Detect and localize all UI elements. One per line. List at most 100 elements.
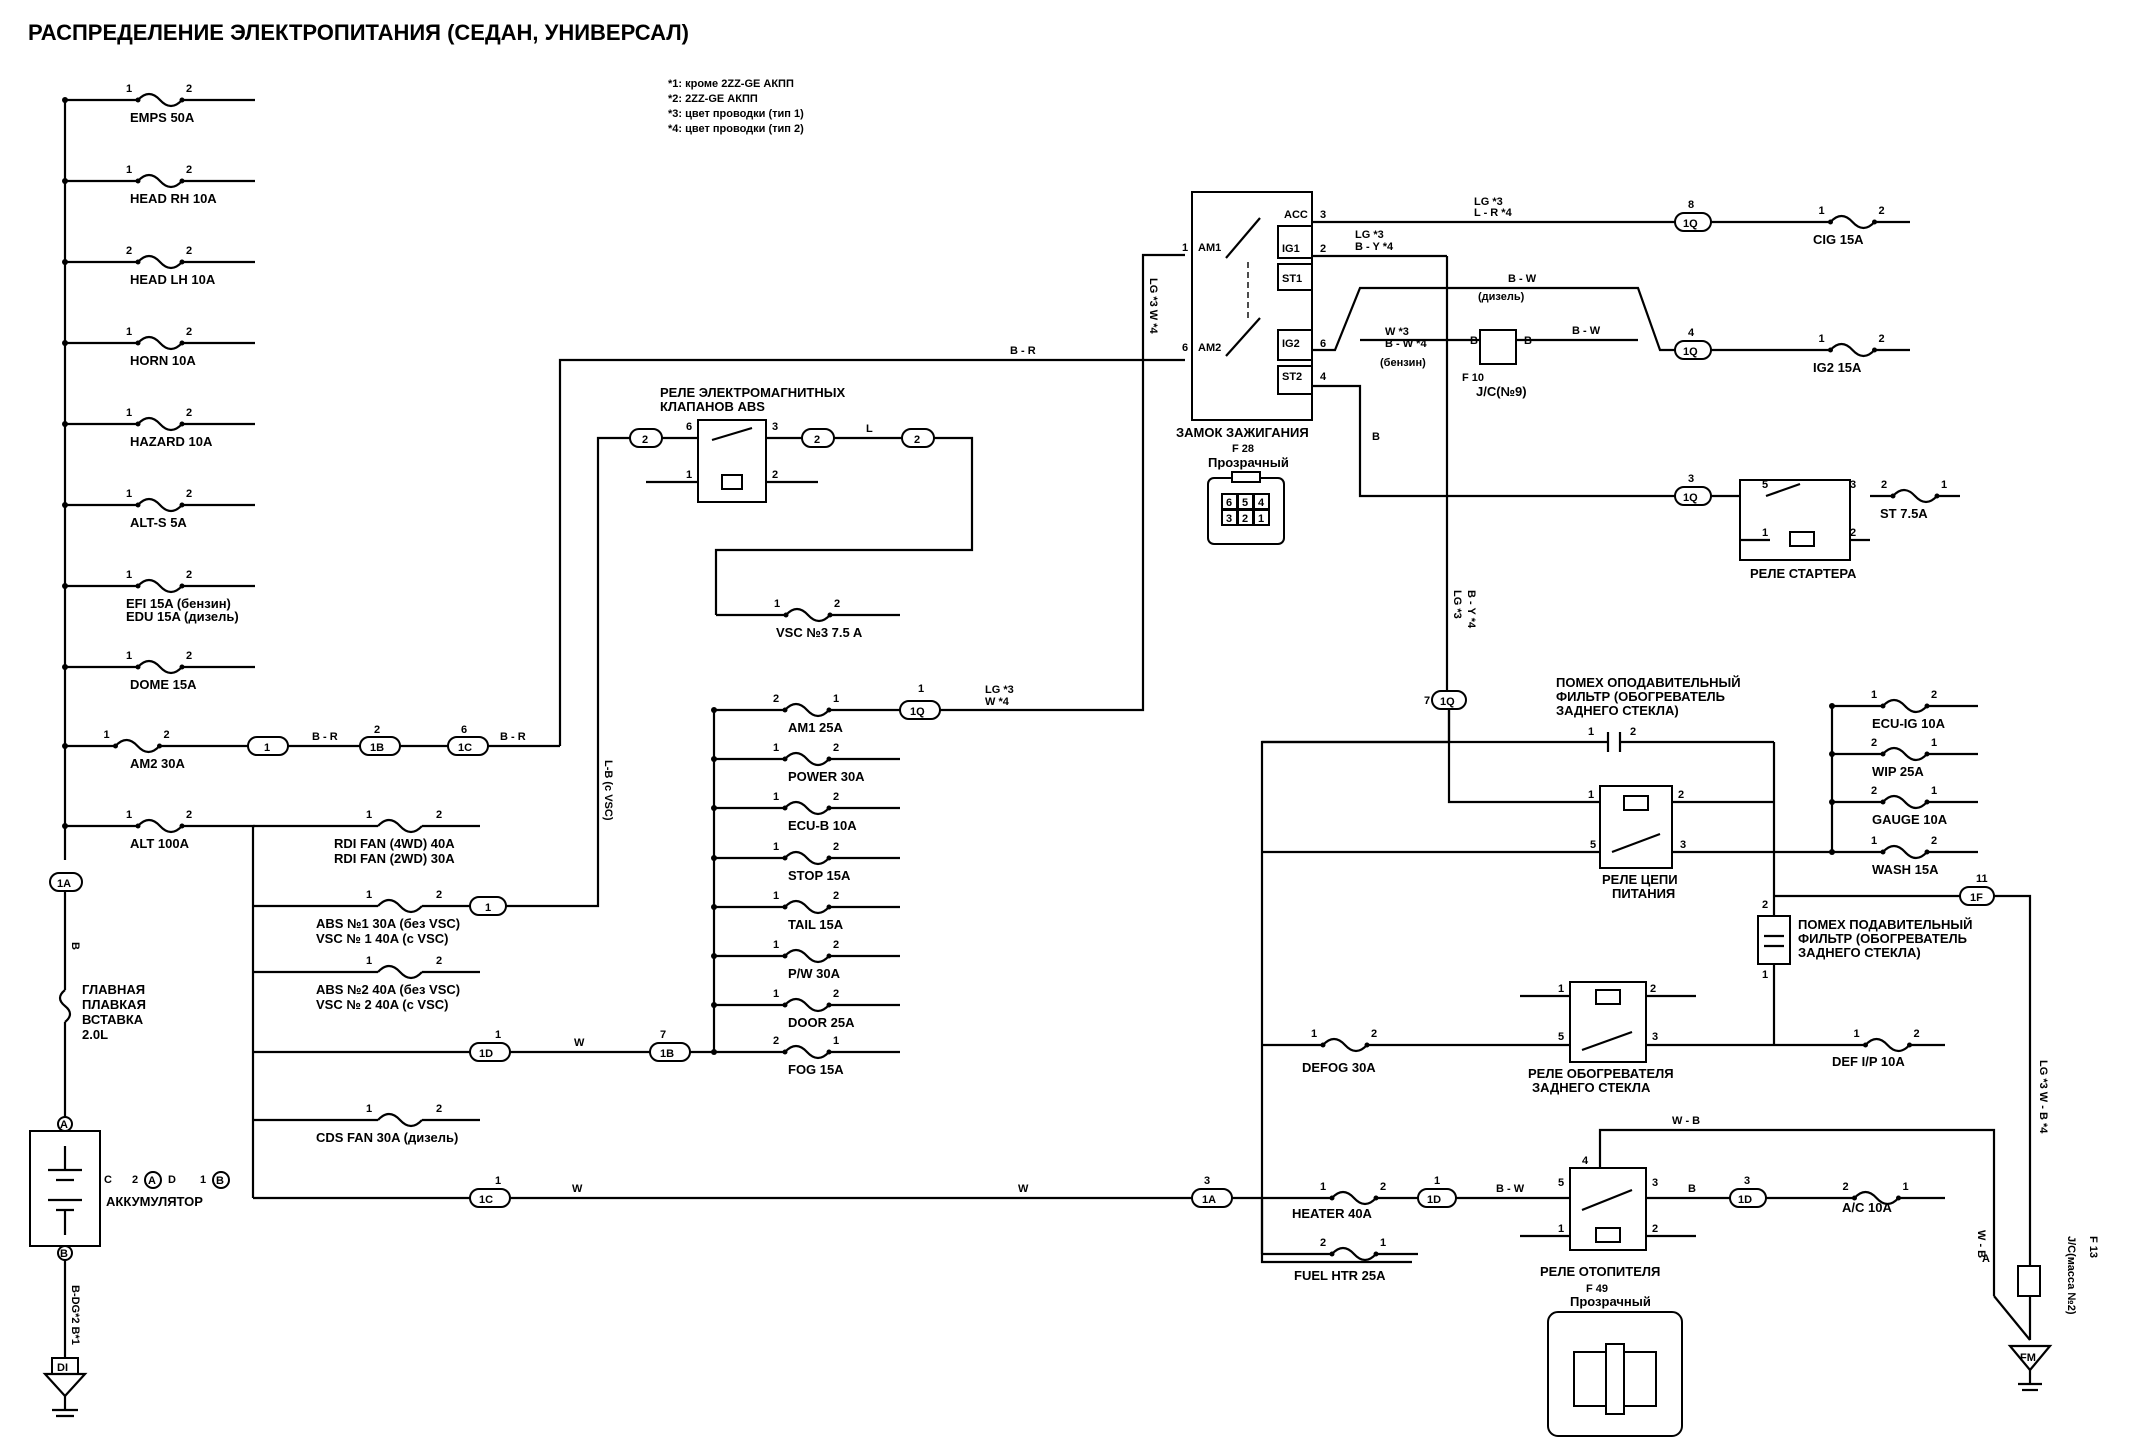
svg-text:1: 1	[1819, 333, 1825, 345]
svg-text:W *3: W *3	[1385, 326, 1409, 338]
svg-text:Прозрачный: Прозрачный	[1208, 455, 1289, 470]
svg-text:1: 1	[1311, 1028, 1317, 1040]
svg-text:B - R: B - R	[1010, 345, 1036, 357]
svg-text:B: B	[60, 1248, 68, 1260]
svg-text:ПОМЕХ ПОДАВИТЕЛЬНЫЙ: ПОМЕХ ПОДАВИТЕЛЬНЫЙ	[1798, 917, 1972, 932]
svg-text:2: 2	[1881, 479, 1887, 491]
svg-text:1: 1	[126, 809, 132, 821]
svg-text:2: 2	[1650, 983, 1656, 995]
svg-text:IG2: IG2	[1282, 338, 1300, 350]
svg-text:2: 2	[1380, 1181, 1386, 1193]
svg-text:LG *3: LG *3	[985, 684, 1014, 696]
svg-text:1: 1	[126, 569, 132, 581]
svg-text:ACC: ACC	[1284, 209, 1308, 221]
svg-text:B - W: B - W	[1508, 273, 1537, 285]
noise-filter-right: 2 1 ПОМЕХ ПОДАВИТЕЛЬНЫЙ ФИЛЬТР (ОБОГРЕВА…	[1757, 873, 2032, 1340]
svg-text:1A: 1A	[1202, 1194, 1216, 1206]
svg-text:1: 1	[264, 742, 270, 754]
svg-text:HEAD RH 10A: HEAD RH 10A	[130, 191, 217, 206]
svg-text:11: 11	[1976, 873, 1988, 885]
svg-text:(бензин): (бензин)	[1380, 357, 1426, 369]
svg-text:A: A	[1982, 1253, 1990, 1265]
svg-text:D: D	[168, 1174, 176, 1186]
ignition-switch: ACC IG1 ST1 IG2 ST2 AM1 AM2 3 2 6 4 1 6 …	[1176, 191, 1327, 470]
svg-text:1B: 1B	[370, 742, 384, 754]
svg-text:B-DG*2 B*1: B-DG*2 B*1	[69, 1285, 81, 1345]
svg-text:ГЛАВНАЯ: ГЛАВНАЯ	[82, 982, 145, 997]
svg-text:1: 1	[773, 890, 779, 902]
svg-text:DEFOG 30A: DEFOG 30A	[1302, 1060, 1376, 1075]
svg-text:LG *3: LG *3	[1474, 196, 1503, 208]
svg-text:2: 2	[1879, 333, 1885, 345]
svg-text:3: 3	[1204, 1175, 1210, 1187]
svg-text:2: 2	[186, 245, 192, 257]
svg-text:B - R: B - R	[312, 731, 338, 743]
svg-text:AM1: AM1	[1198, 242, 1221, 254]
svg-text:1: 1	[1182, 242, 1188, 254]
starter-relay: 5 3 1 2 РЕЛЕ СТАРТЕРА	[1739, 479, 1870, 581]
svg-text:2: 2	[126, 245, 132, 257]
svg-text:F 10: F 10	[1462, 372, 1484, 384]
svg-text:1: 1	[1931, 785, 1937, 797]
svg-text:ПОМЕХ ОПОДАВИТЕЛЬНЫЙ: ПОМЕХ ОПОДАВИТЕЛЬНЫЙ	[1556, 675, 1741, 690]
svg-text:1: 1	[773, 988, 779, 1000]
svg-text:ST2: ST2	[1282, 371, 1302, 383]
svg-text:(дизель): (дизель)	[1478, 291, 1525, 303]
svg-text:LG *3: LG *3	[1451, 590, 1463, 619]
svg-text:RDI FAN (2WD) 30A: RDI FAN (2WD) 30A	[334, 851, 455, 866]
svg-text:FM: FM	[2020, 1352, 2036, 1364]
svg-text:5: 5	[1590, 839, 1596, 851]
svg-text:ЗАДНЕГО СТЕКЛА: ЗАДНЕГО СТЕКЛА	[1532, 1080, 1651, 1095]
svg-text:RDI FAN (4WD) 40A: RDI FAN (4WD) 40A	[334, 836, 455, 851]
svg-text:W *4: W *4	[985, 696, 1010, 708]
svg-text:1: 1	[774, 598, 780, 610]
svg-text:1: 1	[773, 939, 779, 951]
battery: A B C 2 A D 1 B АККУМУЛЯТОР	[29, 1116, 230, 1261]
svg-text:AM2 30A: AM2 30A	[130, 756, 186, 771]
svg-text:ФИЛЬТР (ОБОГРЕВАТЕЛЬ: ФИЛЬТР (ОБОГРЕВАТЕЛЬ	[1556, 689, 1725, 704]
svg-text:ECU-IG 10A: ECU-IG 10A	[1872, 716, 1946, 731]
note-2: *2: 2ZZ-GE АКПП	[668, 93, 758, 105]
main-fusible-link-label: ГЛАВНАЯ ПЛАВКАЯ ВСТАВКА 2.0L	[82, 982, 146, 1042]
svg-text:3: 3	[1688, 473, 1694, 485]
svg-text:ЗАДНЕГО СТЕКЛА): ЗАДНЕГО СТЕКЛА)	[1556, 703, 1679, 718]
svg-text:B: B	[1470, 335, 1478, 347]
svg-text:IG1: IG1	[1282, 243, 1300, 255]
svg-text:1: 1	[126, 164, 132, 176]
svg-text:1Q: 1Q	[1683, 218, 1698, 230]
svg-text:2: 2	[186, 650, 192, 662]
svg-text:B - W: B - W	[1496, 1183, 1525, 1195]
svg-text:HEATER 40A: HEATER 40A	[1292, 1206, 1373, 1221]
svg-text:РЕЛЕ ОТОПИТЕЛЯ: РЕЛЕ ОТОПИТЕЛЯ	[1540, 1264, 1660, 1279]
svg-text:1A: 1A	[57, 878, 71, 890]
defog-relay: 1 2 5 3 РЕЛЕ ОБОГРЕВАТЕЛЯ ЗАДНЕГО СТЕКЛА	[1520, 981, 1830, 1095]
svg-text:A/C 10A: A/C 10A	[1842, 1200, 1892, 1215]
svg-text:1: 1	[1762, 527, 1768, 539]
svg-text:ЗАДНЕГО СТЕКЛА): ЗАДНЕГО СТЕКЛА)	[1798, 945, 1921, 960]
svg-text:1: 1	[366, 889, 372, 901]
svg-text:B - Y *4: B - Y *4	[1355, 241, 1394, 253]
svg-text:2: 2	[186, 809, 192, 821]
svg-text:8: 8	[1688, 199, 1694, 211]
svg-text:1: 1	[1558, 983, 1564, 995]
svg-text:1: 1	[1871, 689, 1877, 701]
svg-text:1: 1	[366, 809, 372, 821]
svg-text:2: 2	[833, 791, 839, 803]
notes-block: *1: кроме 2ZZ-GE АКПП *2: 2ZZ-GE АКПП *3…	[668, 78, 804, 135]
svg-text:B: B	[1372, 431, 1380, 443]
svg-text:ФИЛЬТР (ОБОГРЕВАТЕЛЬ: ФИЛЬТР (ОБОГРЕВАТЕЛЬ	[1798, 931, 1967, 946]
svg-text:4: 4	[1320, 371, 1327, 383]
ign-cell-label: 4	[1258, 497, 1265, 509]
svg-text:HAZARD 10A: HAZARD 10A	[130, 434, 213, 449]
svg-text:2: 2	[833, 890, 839, 902]
